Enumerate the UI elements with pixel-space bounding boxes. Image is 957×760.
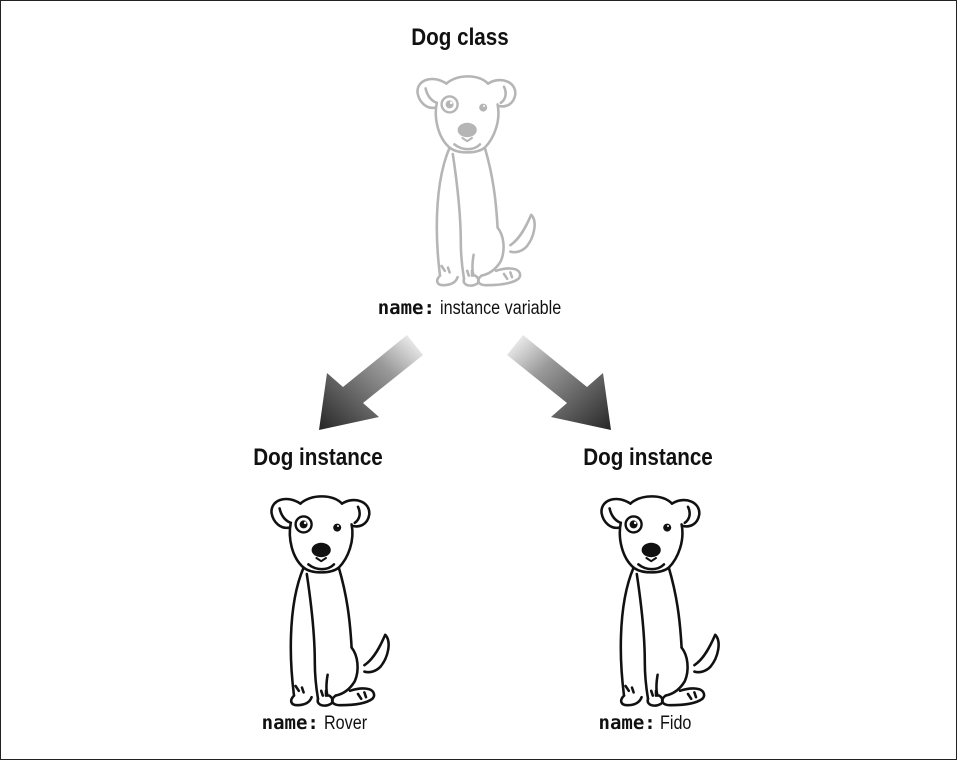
rover-field: name: Rover [168, 712, 468, 735]
class-field-name: name: [378, 297, 435, 319]
instance-title-rover: Dog instance [232, 444, 404, 472]
rover-field-value: Rover [324, 713, 367, 735]
class-title: Dog class [374, 24, 546, 52]
fido-field-value: Fido [660, 713, 691, 735]
class-dog-illustration [382, 58, 546, 290]
class-field-value: instance variable [440, 298, 561, 320]
instance-title-fido: Dog instance [562, 444, 734, 472]
rover-field-name: name: [262, 712, 319, 734]
fido-field: name: Fido [498, 712, 798, 735]
fido-field-name: name: [599, 712, 656, 734]
fido-dog-illustration [566, 478, 730, 710]
arrow-to-fido [495, 325, 635, 445]
arrow-to-rover [295, 325, 435, 445]
class-field: name: instance variable [330, 297, 630, 320]
rover-dog-illustration [236, 478, 400, 710]
